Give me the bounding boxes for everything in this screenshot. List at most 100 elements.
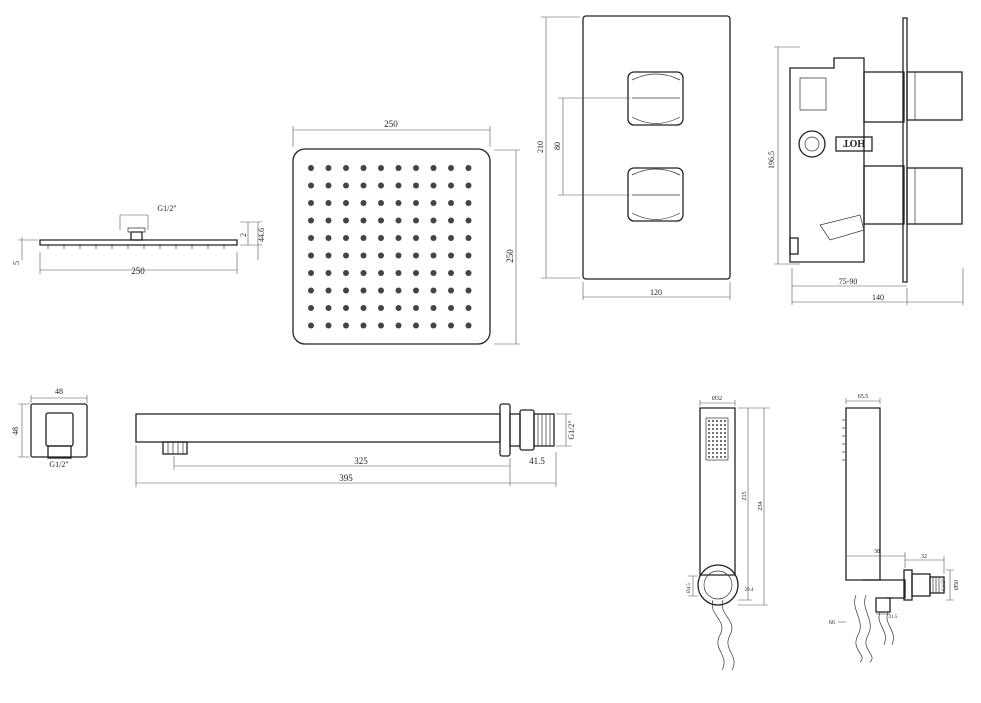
nozzle-dot (343, 217, 349, 224)
shower-arm-view: 325 395 41.5 G1/2" (135, 403, 576, 487)
nozzle-dot (360, 235, 367, 241)
nozzle-dot (360, 322, 367, 329)
handset-nozzle-dot (708, 444, 710, 446)
handset-mid-label: 215 (742, 492, 748, 501)
nozzle-dot (343, 182, 349, 189)
handset-nozzle-dot (724, 448, 726, 450)
nozzle-dot (430, 252, 437, 259)
handset-nozzle-dot (724, 452, 726, 454)
handset-nozzle-dot (708, 448, 710, 450)
nozzle-dot (448, 270, 454, 276)
nozzle-dot (465, 182, 472, 189)
nozzle-dot (413, 270, 419, 276)
handset-nozzle-dot (708, 424, 710, 426)
nozzle-dot (465, 165, 472, 171)
nozzle-dot (308, 270, 314, 276)
handset-nozzle-dot (724, 420, 726, 422)
handset-nozzle-dot (716, 456, 718, 458)
nozzle-dot (448, 287, 454, 294)
nozzle-dot (430, 270, 437, 276)
handset-outlet-dia-label: Ø50 (954, 580, 960, 590)
handset-nozzle-dot (716, 440, 718, 442)
nozzle-dot (448, 322, 454, 329)
nozzle-dot (325, 200, 332, 206)
arm-flange-label: 41.5 (529, 456, 545, 466)
handset-nozzle-dot (720, 420, 722, 422)
nozzle-dot (395, 165, 402, 171)
nozzle-dot (360, 217, 367, 224)
handset-side-top-label: 65.5 (858, 394, 869, 400)
nozzle-dot (413, 305, 419, 311)
handset-nozzle-dot (720, 444, 722, 446)
handset-nozzle-dot (724, 440, 726, 442)
handset-base-label: 21.5 (889, 615, 898, 620)
valve-side-height-label: 196.5 (767, 151, 776, 169)
nozzle-dot (360, 270, 367, 276)
valve-side-total-label: 140 (872, 293, 884, 302)
handset-nozzle-dot (712, 444, 714, 446)
control-knob-bottom (627, 167, 684, 222)
handset-nozzle-dot (716, 420, 718, 422)
handset-nozzle-dot (708, 428, 710, 430)
nozzle-dot (430, 217, 437, 224)
handset-nozzle-dot (720, 448, 722, 450)
head-side-height-label: 5 (12, 261, 21, 265)
nozzle-dot (448, 182, 454, 189)
shower-head-side-view: 250 5 G1/2" 2 44.6 (12, 204, 266, 276)
hot-marker-label: HOT (843, 137, 866, 148)
nozzle-dot (448, 305, 454, 311)
nozzle-dot (448, 165, 454, 171)
head-top-height-label: 250 (505, 249, 515, 263)
handset-nozzle-dot (720, 424, 722, 426)
nozzle-dot (395, 252, 402, 259)
handset-nozzle-dot (720, 428, 722, 430)
nozzle-dot (308, 217, 314, 224)
valve-spacing-label: 80 (553, 142, 562, 150)
handset-nozzle-dot (716, 444, 718, 446)
handset-nozzle-dot (712, 424, 714, 426)
head-top-width-label: 250 (384, 119, 398, 129)
nozzle-dot (430, 182, 437, 189)
nozzle-dot (343, 305, 349, 311)
nozzle-dot (343, 252, 349, 259)
nozzle-dot (395, 200, 402, 206)
control-knob-top (627, 71, 684, 126)
nozzle-dot (308, 252, 314, 259)
handset-base-left-label: Ø4.5 (687, 583, 692, 593)
nozzle-dot (395, 235, 402, 241)
nozzle-dot (465, 287, 472, 294)
arm-total-length-label: 395 (339, 473, 353, 483)
handset-side-view: 65.5 38 32 G1/2" Ø50 21.5 66 (829, 394, 960, 663)
nozzle-dot (465, 305, 472, 311)
handset-nozzle-dot (720, 456, 722, 458)
nozzle-dot (430, 200, 437, 206)
handset-nozzle-dot (708, 432, 710, 434)
handset-outlet-label: 32 (921, 554, 927, 560)
handset-nozzle-dot (724, 428, 726, 430)
nozzle-dot (360, 287, 367, 294)
nozzle-dot (430, 287, 437, 294)
nozzle-dot (360, 182, 367, 189)
nozzle-dot (465, 252, 472, 259)
handset-hose-label: 66 (829, 620, 835, 626)
arm-thread-label: G1/2" (567, 420, 576, 439)
valve-height-label: 210 (536, 141, 545, 153)
nozzle-dot (465, 322, 472, 329)
nozzle-dot (325, 182, 332, 189)
handset-nozzle-dot (724, 456, 726, 458)
nozzle-dot (413, 252, 419, 259)
head-side-thread-label: G1/2" (157, 204, 176, 213)
nozzle-dot (378, 287, 384, 294)
nozzle-dot (343, 165, 349, 171)
nozzle-dot (360, 305, 367, 311)
nozzle-dot (308, 182, 314, 189)
handset-nozzle-dot (712, 456, 714, 458)
nozzle-dot (325, 217, 332, 224)
nozzle-dot (325, 287, 332, 294)
arm-inner-length-label: 325 (354, 456, 368, 466)
nozzle-dot (395, 182, 402, 189)
handset-nozzle-dot (716, 428, 718, 430)
nozzle-dot (430, 322, 437, 329)
handset-nozzle-dot (720, 440, 722, 442)
handset-nozzle-dot (716, 452, 718, 454)
